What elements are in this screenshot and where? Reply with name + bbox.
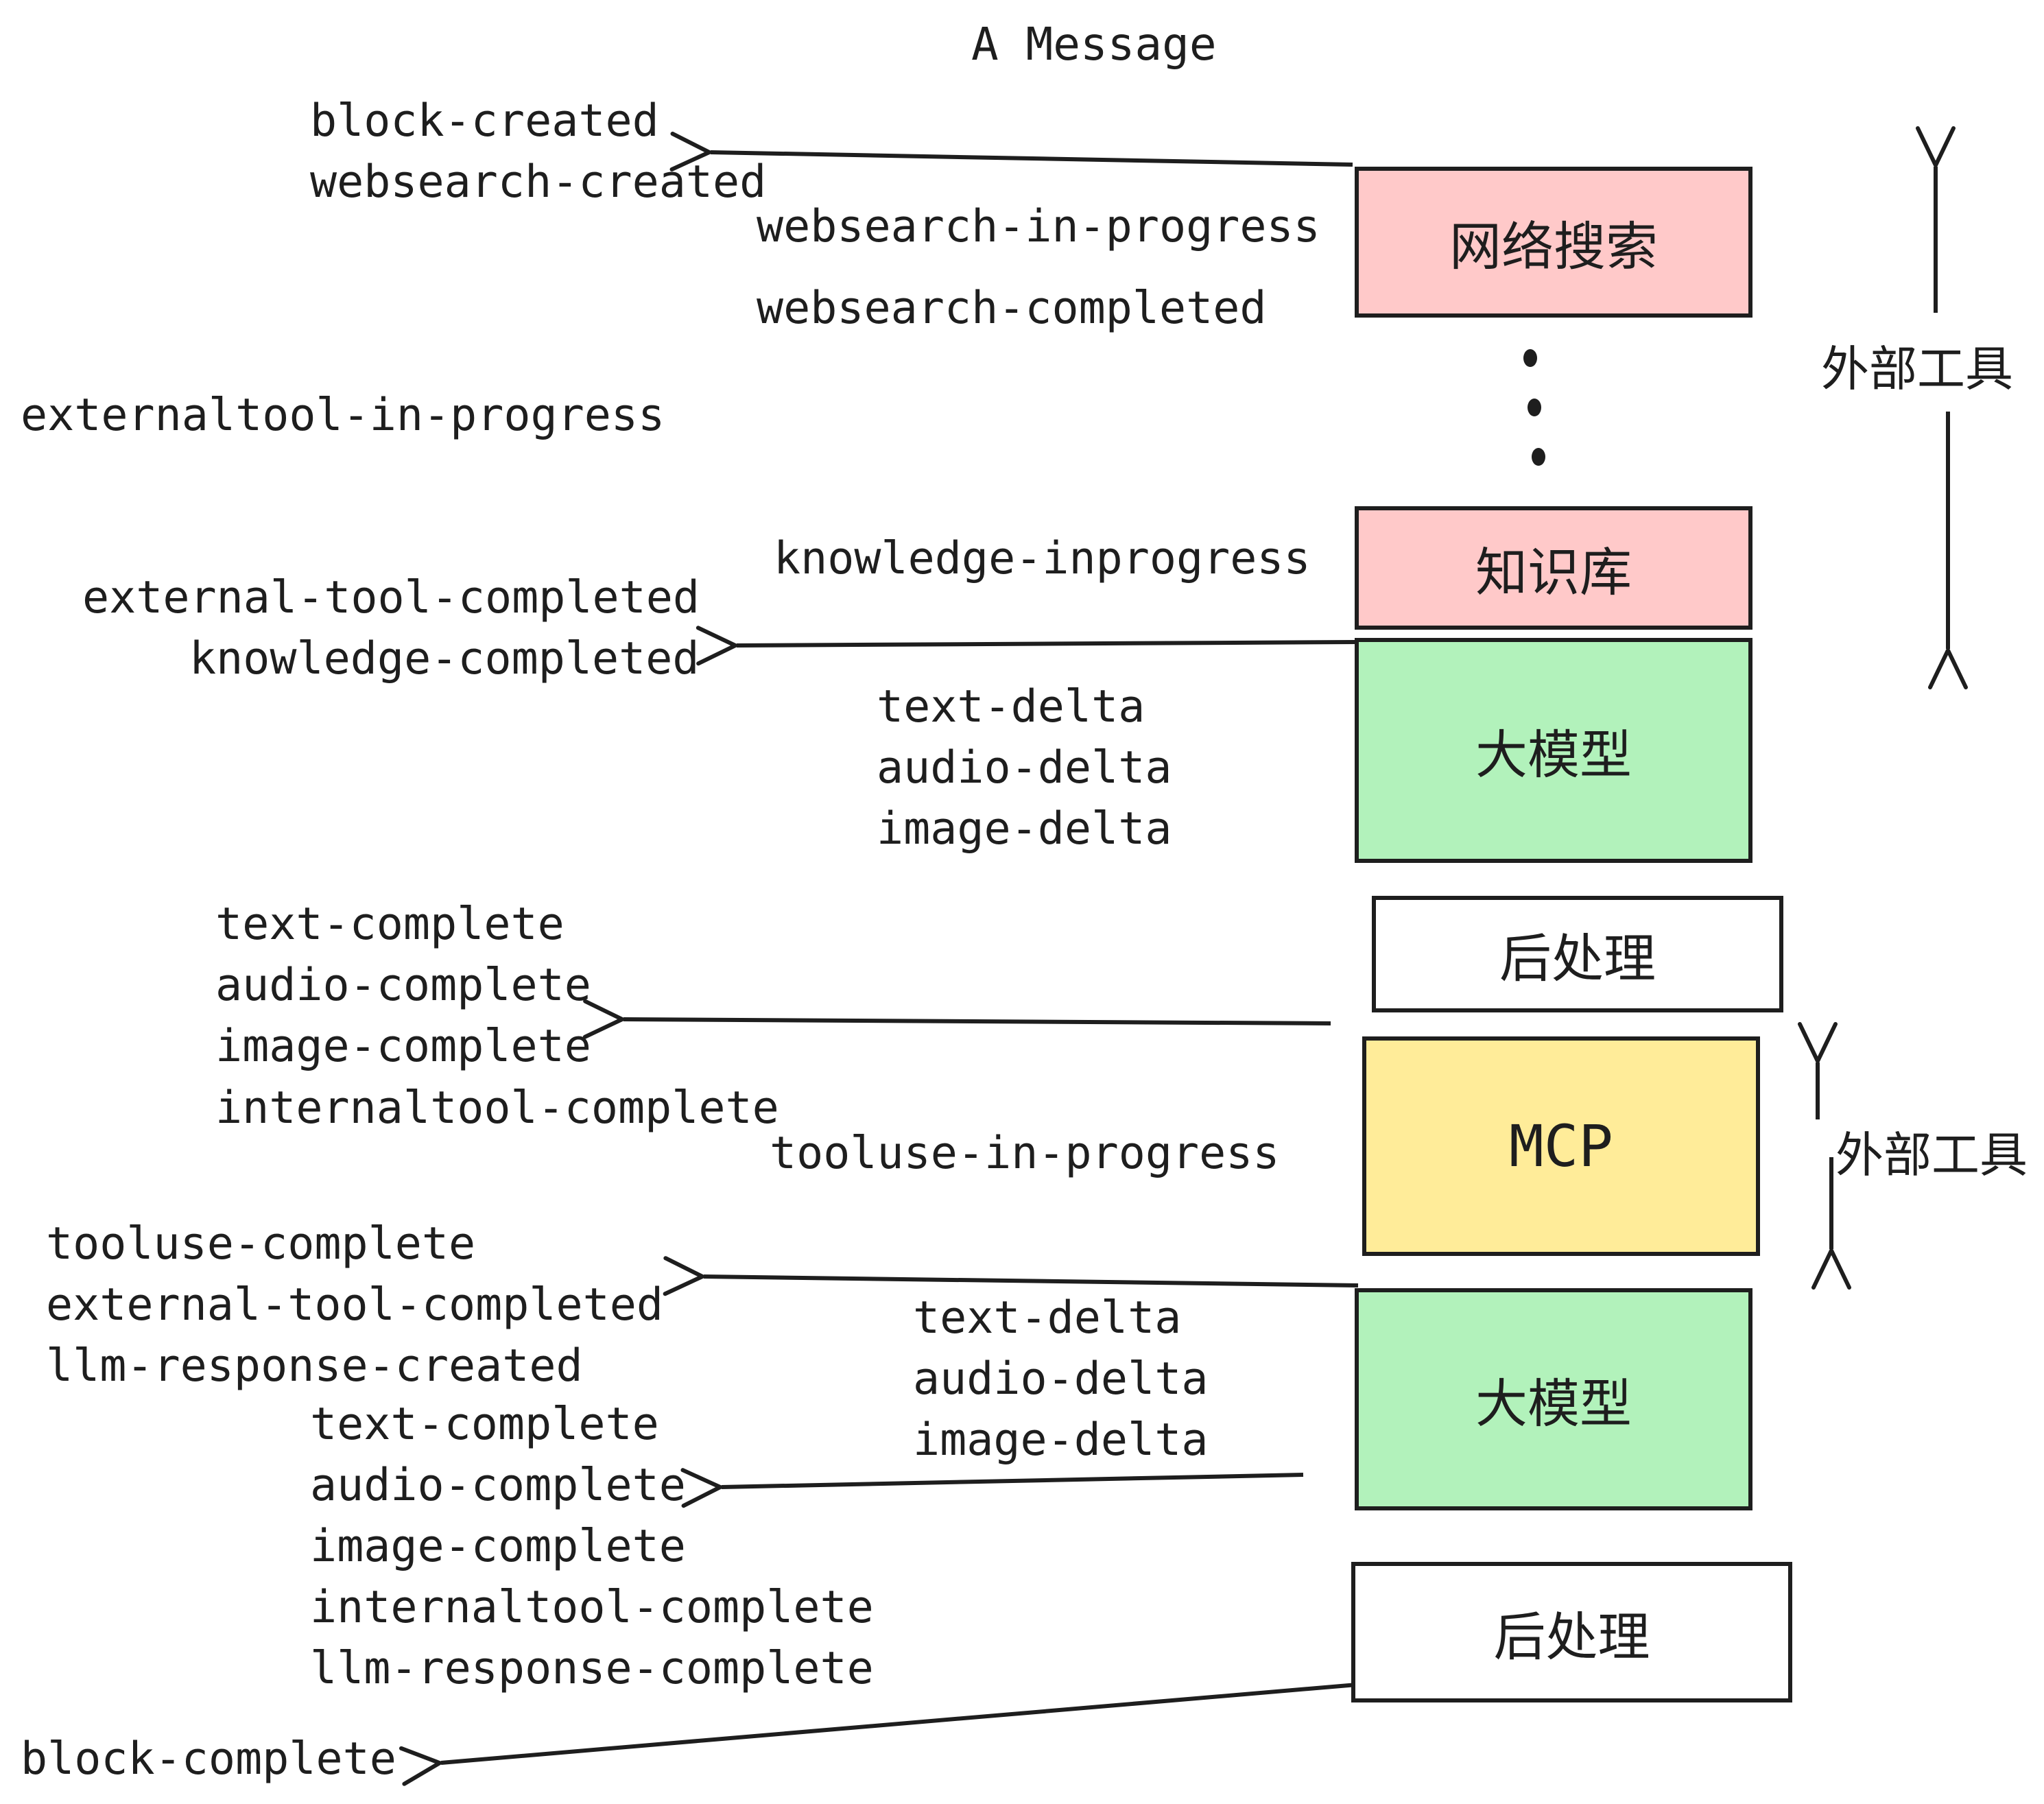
event-label-audio-delta-2: audio-delta	[913, 1353, 1209, 1405]
event-label-text-delta-2: text-delta	[913, 1292, 1182, 1344]
arrow-llm1-to-knowledge-completed	[696, 626, 1357, 666]
event-label-image-delta-2: image-delta	[913, 1414, 1209, 1466]
external-tools-label-top: 外部工具	[1821, 342, 2013, 396]
box-mcp: MCP	[1362, 1036, 1760, 1256]
event-label-tooluse-complete: tooluse-complete	[46, 1218, 476, 1270]
box-postprocess-2: 后处理	[1351, 1562, 1792, 1702]
box-llm-1-label: 大模型	[1475, 726, 1632, 785]
box-llm-1: 大模型	[1355, 638, 1752, 863]
arrow-mcp-to-image-complete	[582, 999, 1331, 1039]
box-postprocess-1-label: 后处理	[1499, 930, 1656, 988]
vertical-ellipsis-icon	[1523, 349, 1545, 466]
box-postprocess-1: 后处理	[1372, 896, 1783, 1012]
event-label-text-complete-1: text-complete	[215, 899, 565, 950]
event-label-image-complete-2: image-complete	[310, 1521, 686, 1572]
event-label-internaltool-complete-2: internaltool-complete	[310, 1582, 874, 1633]
box-knowledge: 知识库	[1355, 506, 1752, 630]
arrow-llm2-to-tooluse-complete	[663, 1256, 1359, 1296]
box-llm-2: 大模型	[1355, 1288, 1752, 1510]
event-label-audio-delta-1: audio-delta	[877, 742, 1172, 794]
event-label-text-delta-1: text-delta	[877, 681, 1145, 733]
event-label-block-complete: block-complete	[21, 1733, 396, 1785]
event-label-external-tool-completed-2: external-tool-completed	[46, 1279, 664, 1331]
box-postprocess-2-label: 后处理	[1493, 1608, 1650, 1667]
event-label-externaltool-in-progress: externaltool-in-progress	[21, 390, 665, 441]
box-llm-2-label: 大模型	[1475, 1375, 1632, 1434]
arrow-postprocess2-to-block-complete	[399, 1682, 1366, 1786]
external-tools-label-mid: 外部工具	[1835, 1128, 2028, 1182]
box-knowledge-label: 知识库	[1475, 544, 1632, 602]
event-label-audio-complete-1: audio-complete	[215, 960, 591, 1011]
event-label-block-created: block-created	[310, 95, 659, 147]
event-label-external-tool-completed-1: external-tool-completed	[82, 572, 700, 624]
event-label-llm-response-complete: llm-response-complete	[310, 1643, 874, 1694]
event-label-internaltool-complete-1: internaltool-complete	[215, 1082, 779, 1134]
page-title: A Message	[971, 18, 1217, 71]
arrow-llm2-to-audio-complete	[680, 1468, 1304, 1508]
event-label-image-delta-1: image-delta	[877, 803, 1172, 855]
event-label-llm-response-created: llm-response-created	[46, 1340, 583, 1392]
event-label-websearch-completed: websearch-completed	[757, 283, 1267, 334]
box-mcp-label: MCP	[1509, 1113, 1613, 1180]
event-label-websearch-created: websearch-created	[310, 156, 767, 208]
event-label-tooluse-in-progress: tooluse-in-progress	[770, 1128, 1280, 1179]
event-label-knowledge-completed: knowledge-completed	[189, 633, 700, 685]
event-label-image-complete-1: image-complete	[215, 1021, 591, 1072]
event-label-text-complete-2: text-complete	[310, 1399, 659, 1450]
event-label-knowledge-inprogress: knowledge-inprogress	[774, 533, 1311, 584]
box-websearch: 网络搜索	[1355, 167, 1752, 318]
arrow-websearch-to-block-created	[669, 131, 1353, 171]
box-websearch-label: 网络搜索	[1449, 218, 1658, 276]
event-label-websearch-in-progress: websearch-in-progress	[757, 201, 1320, 252]
event-label-audio-complete-2: audio-complete	[310, 1460, 686, 1511]
